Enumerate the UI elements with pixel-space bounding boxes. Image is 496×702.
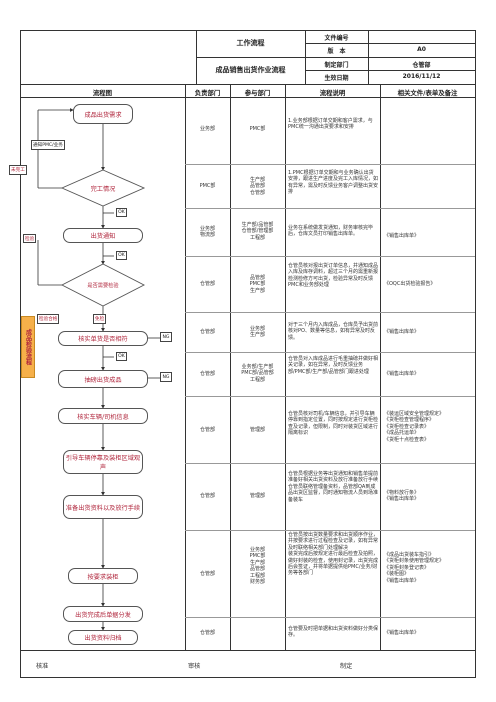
side-process-label: 成品检验流程 — [21, 316, 35, 378]
row-participant: PMC部 — [249, 126, 266, 132]
row-owner: PMC部 — [199, 183, 216, 189]
row-description: 仓管员对入库成品进行毛重抽磅并做好相关记录，如在异常，及时反馈业务部/PMC部/… — [288, 356, 379, 375]
row-participant: 生产部 品管部 仓管部 — [249, 177, 265, 196]
row-owner: 业务部 物流部 — [199, 226, 215, 239]
meta-value-dept: 仓管部 — [412, 62, 431, 69]
row-participant: 业务部/生产部 PMC部/品管部 工程部 — [241, 364, 274, 383]
meta-label-version: 版 本 — [327, 48, 346, 55]
col-description: 流程说明 — [319, 89, 346, 97]
row-description: 仓管要及时把单据和出货资料做好分类保存。 — [288, 626, 379, 639]
tag-inspect-pass: 检验合格 — [37, 314, 60, 324]
row-owner: 仓管部 — [199, 281, 215, 287]
col-documents: 相关文件/表单及备注 — [397, 89, 458, 97]
row-documents: 《销售出库单》 — [384, 233, 420, 239]
row-documents: 《物料放行条》 《销售出库单》 — [384, 490, 420, 503]
flow-node-inspect-label: 是否需要检验 — [87, 283, 119, 289]
flow-node-verify-driver: 核实车辆/司机信息 — [58, 408, 148, 424]
flow-node-demand: 成品出货需求 — [73, 104, 133, 124]
row-description: 仓管员按出货数量要求和出货顺序作业，并按要求进行过程检查及记录，如有异常及时联络… — [288, 532, 379, 577]
process-name: 成品销售出货作业流程 — [215, 66, 286, 74]
tag-not-done: 未完工 — [9, 165, 27, 175]
row-participant: 管理部 — [249, 493, 265, 499]
tag-no-inspect: 免检 — [93, 314, 107, 324]
flow-node-prepare-docs: 准备出货资料以及放行手续 — [63, 495, 143, 519]
tag-notify-pmc: 通知PMC/业务 — [31, 140, 65, 150]
flow-node-complete-label: 完工情况 — [90, 186, 116, 193]
flow-node-loading: 按要求装柜 — [68, 568, 138, 584]
row-documents: 《装运区域安全管理规定》 《货柜检查管理程序》 《货柜检查记录表》 《成品托运单… — [384, 411, 445, 443]
flow-node-weigh: 抽磅出货成品 — [58, 370, 148, 388]
tag-ok-1: OK — [116, 208, 127, 217]
footer-review: 审核 — [188, 663, 201, 670]
meta-label-doc-no: 文件编号 — [324, 35, 349, 42]
flow-node-notify: 出货通知 — [63, 228, 143, 243]
row-documents: 《销售出库单》 — [384, 329, 420, 335]
row-participant: 生产部/品管部 仓管部/管理部 工程部 — [241, 222, 274, 241]
col-participant: 参与部门 — [244, 89, 271, 97]
row-owner: 仓管部 — [199, 329, 215, 335]
flow-node-verify-goods: 核实单货是否相符 — [58, 331, 148, 346]
row-description: 对于三个月内入库成品，仓库员予出货前核对PO、数量等信息，如有异常及时反馈。 — [288, 322, 379, 341]
row-owner: 仓管部 — [199, 493, 215, 499]
row-owner: 仓管部 — [199, 630, 215, 636]
col-owner: 负责部门 — [194, 89, 221, 97]
row-documents: 《OQC出货检验报告》 — [384, 281, 436, 287]
tag-ng-2: NG — [160, 372, 172, 382]
row-description: 业务在系统做发货通知，财务审核完毕后，仓库文员打印销售出库单。 — [288, 225, 374, 238]
flow-node-distribute: 出货完成后单据分发 — [63, 606, 143, 622]
footer-prepare: 制定 — [340, 663, 353, 670]
row-owner: 仓管部 — [199, 371, 215, 377]
doc-title: 工作流程 — [236, 39, 265, 47]
row-documents: 《销售出库单》 — [384, 371, 420, 377]
tag-ok-3: OK — [116, 352, 127, 361]
flow-node-guide-vehicle: 引导车辆停靠及装柜区域观声 — [63, 450, 143, 474]
row-owner: 业务部 — [199, 126, 215, 132]
flow-node-archive: 出货资料归档 — [68, 630, 138, 645]
row-participant: 业务部 PMC部 生产部 品管部 工程部 财务部 — [249, 547, 266, 585]
meta-label-date: 生效日期 — [324, 75, 349, 82]
row-documents: 《成品出货装车指引》 《货柜封条使用管理规定》 《货柜封条登记表》 《装柜图》 … — [384, 552, 445, 584]
row-description: 仓管员核对报出货订单信息，并通知成品入库及库存调料，超过三个月的需重新报检测检修… — [288, 263, 379, 289]
row-description: 仓管员根据业务等出货通知和销售单提前准备好相关出货资料及放行准备放行手续 仓管员… — [288, 471, 379, 503]
meta-value-date: 2016/11/12 — [402, 73, 441, 80]
row-description: 1.业务部根据订单交期和客户需求，与PMC统一沟通出货要求和安排 — [288, 118, 373, 131]
row-owner: 仓管部 — [199, 571, 215, 577]
row-owner: 仓管部 — [199, 427, 215, 433]
row-participant: 业务部 生产部 — [249, 326, 265, 339]
row-description: 仓管员核对司机/车辆信息，并引导车辆停靠到指定位置，同时按规定进行货柜检查及记录… — [288, 411, 379, 437]
decision-complete — [60, 169, 146, 207]
col-flow: 流程图 — [92, 89, 113, 97]
row-documents: 《销售出库单》 — [384, 630, 420, 636]
tag-inspect: 检验 — [23, 234, 37, 243]
meta-value-version: A0 — [417, 46, 426, 53]
row-participant: 管理部 — [249, 427, 265, 433]
tag-ng-1: NG — [160, 332, 172, 342]
meta-label-dept: 制定部门 — [324, 62, 349, 69]
decision-inspect — [61, 263, 145, 307]
footer-approve: 核准 — [36, 663, 49, 670]
row-participant: 品管部 PMC部 生产部 — [249, 275, 266, 294]
row-description: 1.PMC根据订单交期和与业务确认出货安排，跟进生产进度及完工入库情况，如有异常… — [288, 170, 379, 196]
tag-ok-2: OK — [116, 251, 127, 260]
